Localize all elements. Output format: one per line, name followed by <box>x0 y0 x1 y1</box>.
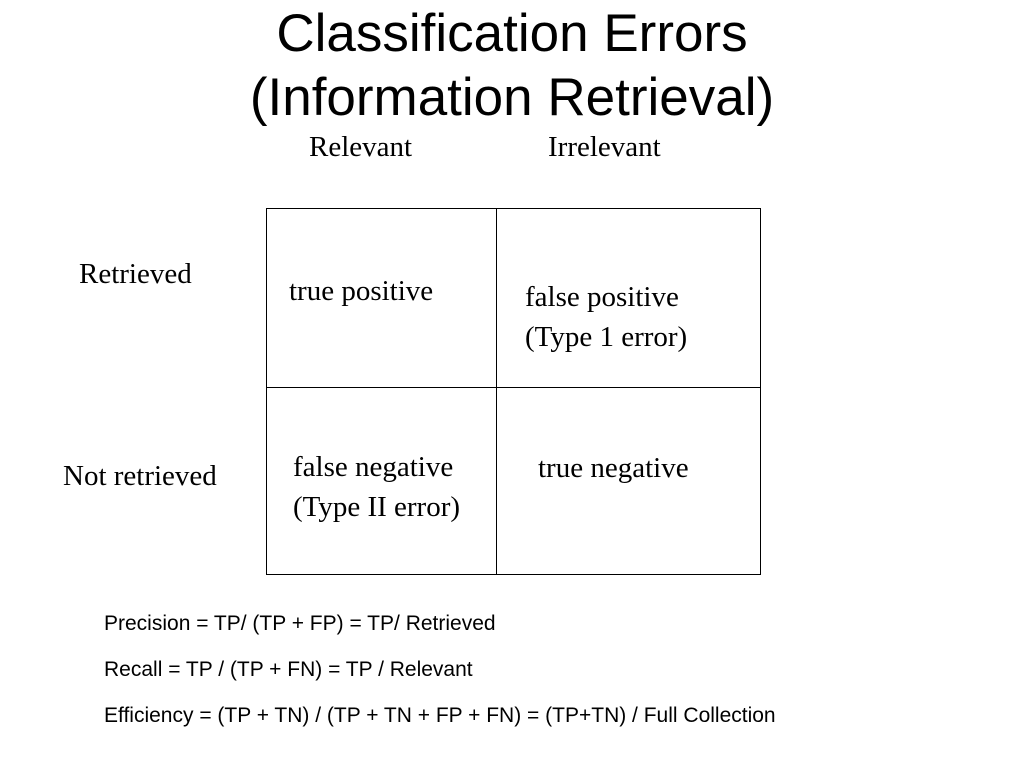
cell-false-positive-line-1: false positive <box>525 281 679 313</box>
matrix-vertical-divider <box>496 208 497 575</box>
slide-title: Classification Errors (Information Retri… <box>0 2 1024 130</box>
cell-true-positive-line-1: true positive <box>289 275 434 307</box>
confusion-matrix-grid <box>266 208 761 575</box>
title-line-1: Classification Errors <box>276 4 748 63</box>
matrix-horizontal-divider <box>266 387 761 388</box>
row-header-not-retrieved: Not retrieved <box>63 460 217 492</box>
cell-false-negative-line-2: (Type II error) <box>293 491 461 523</box>
cell-false-negative: false negative (Type II error) <box>293 447 460 527</box>
cell-false-negative-line-1: false negative <box>293 451 454 483</box>
title-line-2: (Information Retrieval) <box>249 68 775 127</box>
column-header-relevant: Relevant <box>309 131 413 163</box>
cell-true-negative: true negative <box>538 448 689 488</box>
formula-efficiency: Efficiency = (TP + TN) / (TP + TN + FP +… <box>104 704 776 727</box>
formula-precision: Precision = TP/ (TP + FP) = TP/ Retrieve… <box>104 612 496 635</box>
column-header-irrelevant: Irrelevant <box>548 131 661 163</box>
formula-recall: Recall = TP / (TP + FN) = TP / Relevant <box>104 658 473 681</box>
cell-false-positive-line-2: (Type 1 error) <box>525 321 688 353</box>
cell-true-negative-line-1: true negative <box>538 452 689 484</box>
cell-true-positive: true positive <box>289 271 433 311</box>
cell-false-positive: false positive (Type 1 error) <box>525 277 687 357</box>
row-header-retrieved: Retrieved <box>79 258 192 290</box>
